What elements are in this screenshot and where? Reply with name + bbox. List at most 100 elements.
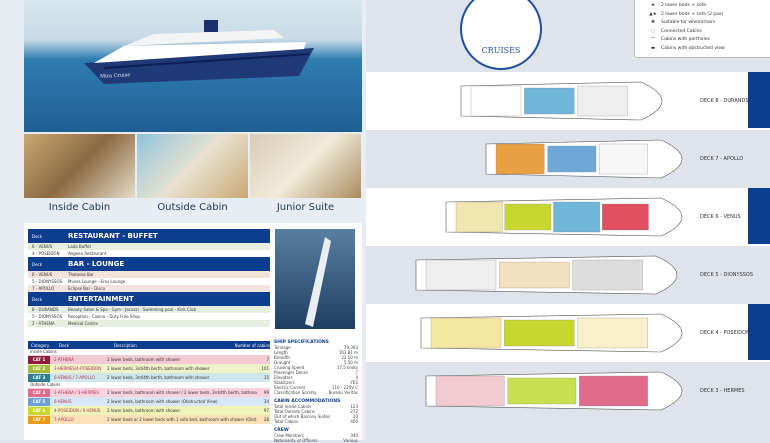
- legend-label: 2 lower beds + sofa (2 pax): [661, 11, 724, 17]
- spec-label: Out of which Balcony Suites: [274, 414, 330, 419]
- deck-name: 5 - DIONYSSOS: [32, 314, 63, 319]
- legend-item: ▲★ 2 lower beds + sofa (2 pax): [645, 12, 770, 21]
- cabin-description: 2 lower beds, bathroom with shower: [107, 357, 181, 362]
- deck-row: DECK 6 - VENUS: [366, 188, 770, 246]
- category-badge: CAT 6: [28, 406, 50, 415]
- deck-label: DECK 6 - VENUS: [700, 214, 741, 220]
- junior-suite-photo: [250, 134, 361, 198]
- spec-value: 19,093: [344, 345, 358, 350]
- section-title: BAR - LOUNGE: [68, 260, 125, 268]
- cabin-count: 99: [263, 390, 269, 395]
- logo-text: CRUISES: [481, 46, 521, 55]
- cabin-deck: 3-HERMES/4-POSEIDON: [54, 366, 102, 371]
- venue-name: Medical Centre: [68, 321, 98, 326]
- cabin-description: 2 lower beds, bathroom with shower (Obst…: [107, 399, 218, 404]
- cruise-logo: CRUISES: [460, 0, 542, 70]
- spec-value: 272: [350, 409, 358, 414]
- facility-row: 5 - DIONYSSOS Reception - Casino - Duty F…: [28, 313, 270, 320]
- deck-plan-drawing: [460, 81, 663, 121]
- spec-value: 4: [355, 375, 358, 380]
- deck-label: Deck: [32, 296, 43, 302]
- deck-label: Deck: [32, 233, 43, 239]
- cabin-group-label: Inside Cabins: [30, 349, 57, 354]
- spec-label: Classification Society: [274, 390, 317, 395]
- cabin-group-label: Outside Cabins: [30, 382, 61, 387]
- deck-tab: [748, 72, 770, 128]
- legend-item: ★2 lower beds + sofa: [645, 3, 770, 12]
- cabin-deck: 6-VENUS: [54, 399, 72, 404]
- spec-label: Stabilizers: [274, 380, 295, 385]
- spec-value: 163.81 m: [338, 350, 358, 355]
- legend-icon: ▬: [650, 45, 656, 51]
- category-badge: CAT 1: [28, 355, 50, 364]
- spec-label: Electric Current: [274, 385, 306, 390]
- venue-name: Thalassa Bar: [68, 272, 94, 277]
- cabin-count: 7: [266, 357, 269, 362]
- cabin-count: 34: [263, 399, 269, 404]
- spec-value: 7: [355, 370, 358, 375]
- cabin-count: 15: [263, 375, 269, 380]
- spec-label: Cruising Speed: [274, 365, 305, 370]
- cabin-description: 2 lower beds, 3rd/4th berth, bathroom wi…: [107, 366, 210, 371]
- deck-plan-drawing: [425, 371, 683, 411]
- column-header: Deck: [59, 342, 70, 348]
- cabin-deck: 7-APOLLO: [54, 417, 74, 422]
- cabin-description: 2 lower beds, 3rd/4th berth, bathroom wi…: [107, 375, 210, 380]
- spec-heading: CABIN ACCOMMODATIONS: [274, 399, 341, 404]
- ship-illustration: [84, 20, 314, 84]
- brochure-left: Mira Cruise Inside Cabin Outside Cabin J…: [0, 0, 366, 443]
- legend-label: Connected Cabins: [661, 28, 702, 34]
- spec-value: 10: [352, 414, 358, 419]
- inside-cabin-photo: [24, 134, 135, 198]
- legend-label: Cabins with obstructed view: [661, 45, 725, 51]
- section-header: Deck BAR - LOUNGE: [28, 257, 270, 271]
- deck-row: DECK 7 - APOLLO: [366, 130, 770, 188]
- deck-label: Deck: [32, 261, 43, 267]
- spec-label: Crew Members: [274, 433, 304, 438]
- legend-icon: ▲★: [649, 11, 657, 17]
- spec-row: Total Inside Cabins 123: [274, 404, 358, 409]
- section-title: ENTERTAINMENT: [68, 295, 134, 303]
- section-header: Deck ENTERTAINMENT: [28, 292, 270, 306]
- spec-row: Passenger Decks 7: [274, 370, 358, 375]
- cabin-count: 97: [263, 408, 269, 413]
- column-header: Number of cabins: [234, 342, 270, 348]
- spec-value: 123: [350, 404, 358, 409]
- legend-item: ▬ Cabins with obstructed view: [645, 46, 770, 55]
- deck-row: DECK 4 - POSEIDON: [366, 304, 770, 362]
- deck-label: DECK 3 - HERMES: [700, 388, 745, 394]
- spec-label: Total Cabins: [274, 419, 299, 424]
- deck-row: DECK 8 - DURANDS: [366, 72, 770, 130]
- spec-value: 400: [350, 419, 358, 424]
- cabin-count: 101: [261, 366, 269, 371]
- section-title: RESTAURANT - BUFFET: [68, 232, 158, 240]
- aerial-ship-image: [275, 229, 355, 329]
- spec-label: Total Inside Cabins: [274, 404, 312, 409]
- category-badge: CAT 3: [28, 373, 50, 382]
- venue-name: Muses Lounge - Eros Lounge: [68, 279, 126, 284]
- deck-name: 8 - DURANDS: [32, 307, 59, 312]
- legend-label: 2 lower beds + sofa: [661, 3, 706, 8]
- deck-tab: [748, 304, 770, 360]
- ship-photo: Mira Cruise: [24, 0, 362, 132]
- venue-name: Reception - Casino - Duty Free Shop: [68, 314, 140, 319]
- deck-plan-drawing: [445, 197, 683, 237]
- spec-label: Passenger Decks: [274, 370, 308, 375]
- caption-suite: Junior Suite: [276, 202, 335, 213]
- cabin-deck: 6-VENUS / 7-APOLLO: [54, 375, 96, 380]
- spec-value: 22.50 m: [341, 355, 358, 360]
